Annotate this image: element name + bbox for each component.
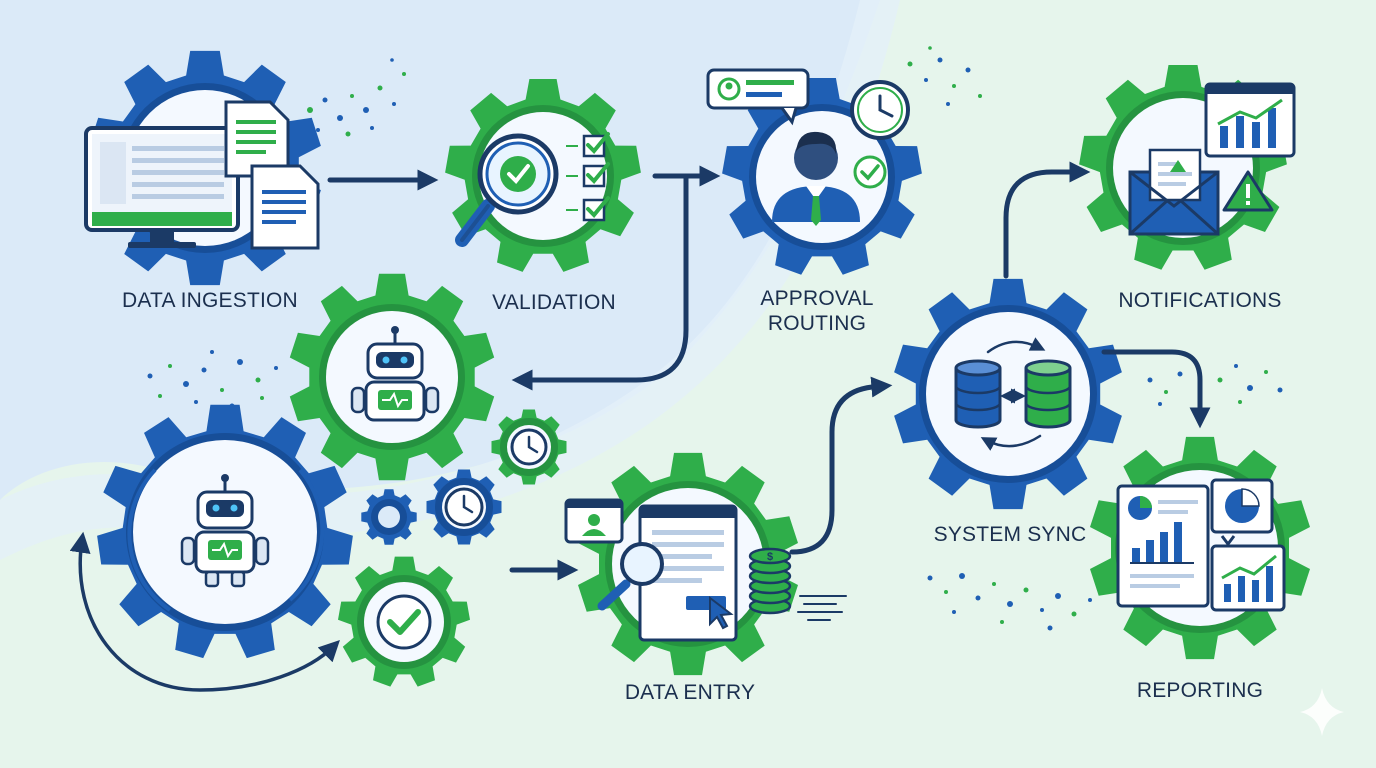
report-icon [1116, 484, 1210, 608]
bar-chart-icon [1204, 82, 1296, 158]
envelope-icon [1128, 148, 1220, 236]
speed-lines [797, 595, 847, 621]
sparkle-icon [1300, 688, 1344, 736]
arrow-data-entry-to-sync [789, 376, 893, 555]
check-badge-icon [376, 594, 432, 650]
sync-arrows-icon [980, 337, 1046, 451]
database-icon [954, 359, 1002, 429]
label-notifications: NOTIFICATIONS [1118, 289, 1282, 312]
chat-bubble-icon [706, 68, 810, 126]
businessman-icon [772, 131, 860, 226]
profile-card-icon [564, 498, 624, 544]
particle-dots [147, 46, 1283, 631]
arrow-sync-to-notifications [1003, 161, 1091, 279]
background-wave-highlight [0, 0, 900, 560]
clock-icon [444, 487, 484, 527]
arrow-sync-to-reporting [1101, 349, 1211, 429]
checklist-icon [566, 132, 610, 222]
clock-icon [850, 80, 910, 140]
bar-chart-icon [1210, 544, 1286, 612]
svg-text:$: $ [767, 551, 773, 563]
gear-small-blue [361, 489, 417, 545]
check-badge-icon [853, 155, 887, 189]
label-data-entry: DATA ENTRY [624, 681, 756, 704]
document-icon [224, 100, 320, 250]
magnifier-icon [455, 133, 559, 247]
label-system-sync: SYSTEM SYNC [933, 523, 1087, 546]
connector-arrows [69, 161, 1211, 692]
gear-hub [378, 506, 400, 528]
warning-icon [1222, 170, 1274, 212]
clock-icon [510, 428, 548, 466]
label-data-ingestion: DATA INGESTION [122, 289, 298, 312]
coin-stack-icon: $ [748, 547, 792, 615]
label-reporting: REPORTING [1136, 679, 1264, 702]
database-icon [1024, 359, 1072, 429]
pie-chart-icon [1210, 478, 1274, 547]
label-validation: VALIDATION [492, 291, 616, 314]
robot-icon [180, 474, 270, 588]
robot-icon [350, 326, 440, 422]
magnifier-icon [597, 542, 664, 611]
cursor-icon [709, 595, 734, 630]
cycle-arrow [69, 531, 340, 692]
form-icon [638, 504, 738, 642]
arrow-approval-to-bot [511, 173, 689, 391]
monitor-icon [84, 126, 240, 248]
